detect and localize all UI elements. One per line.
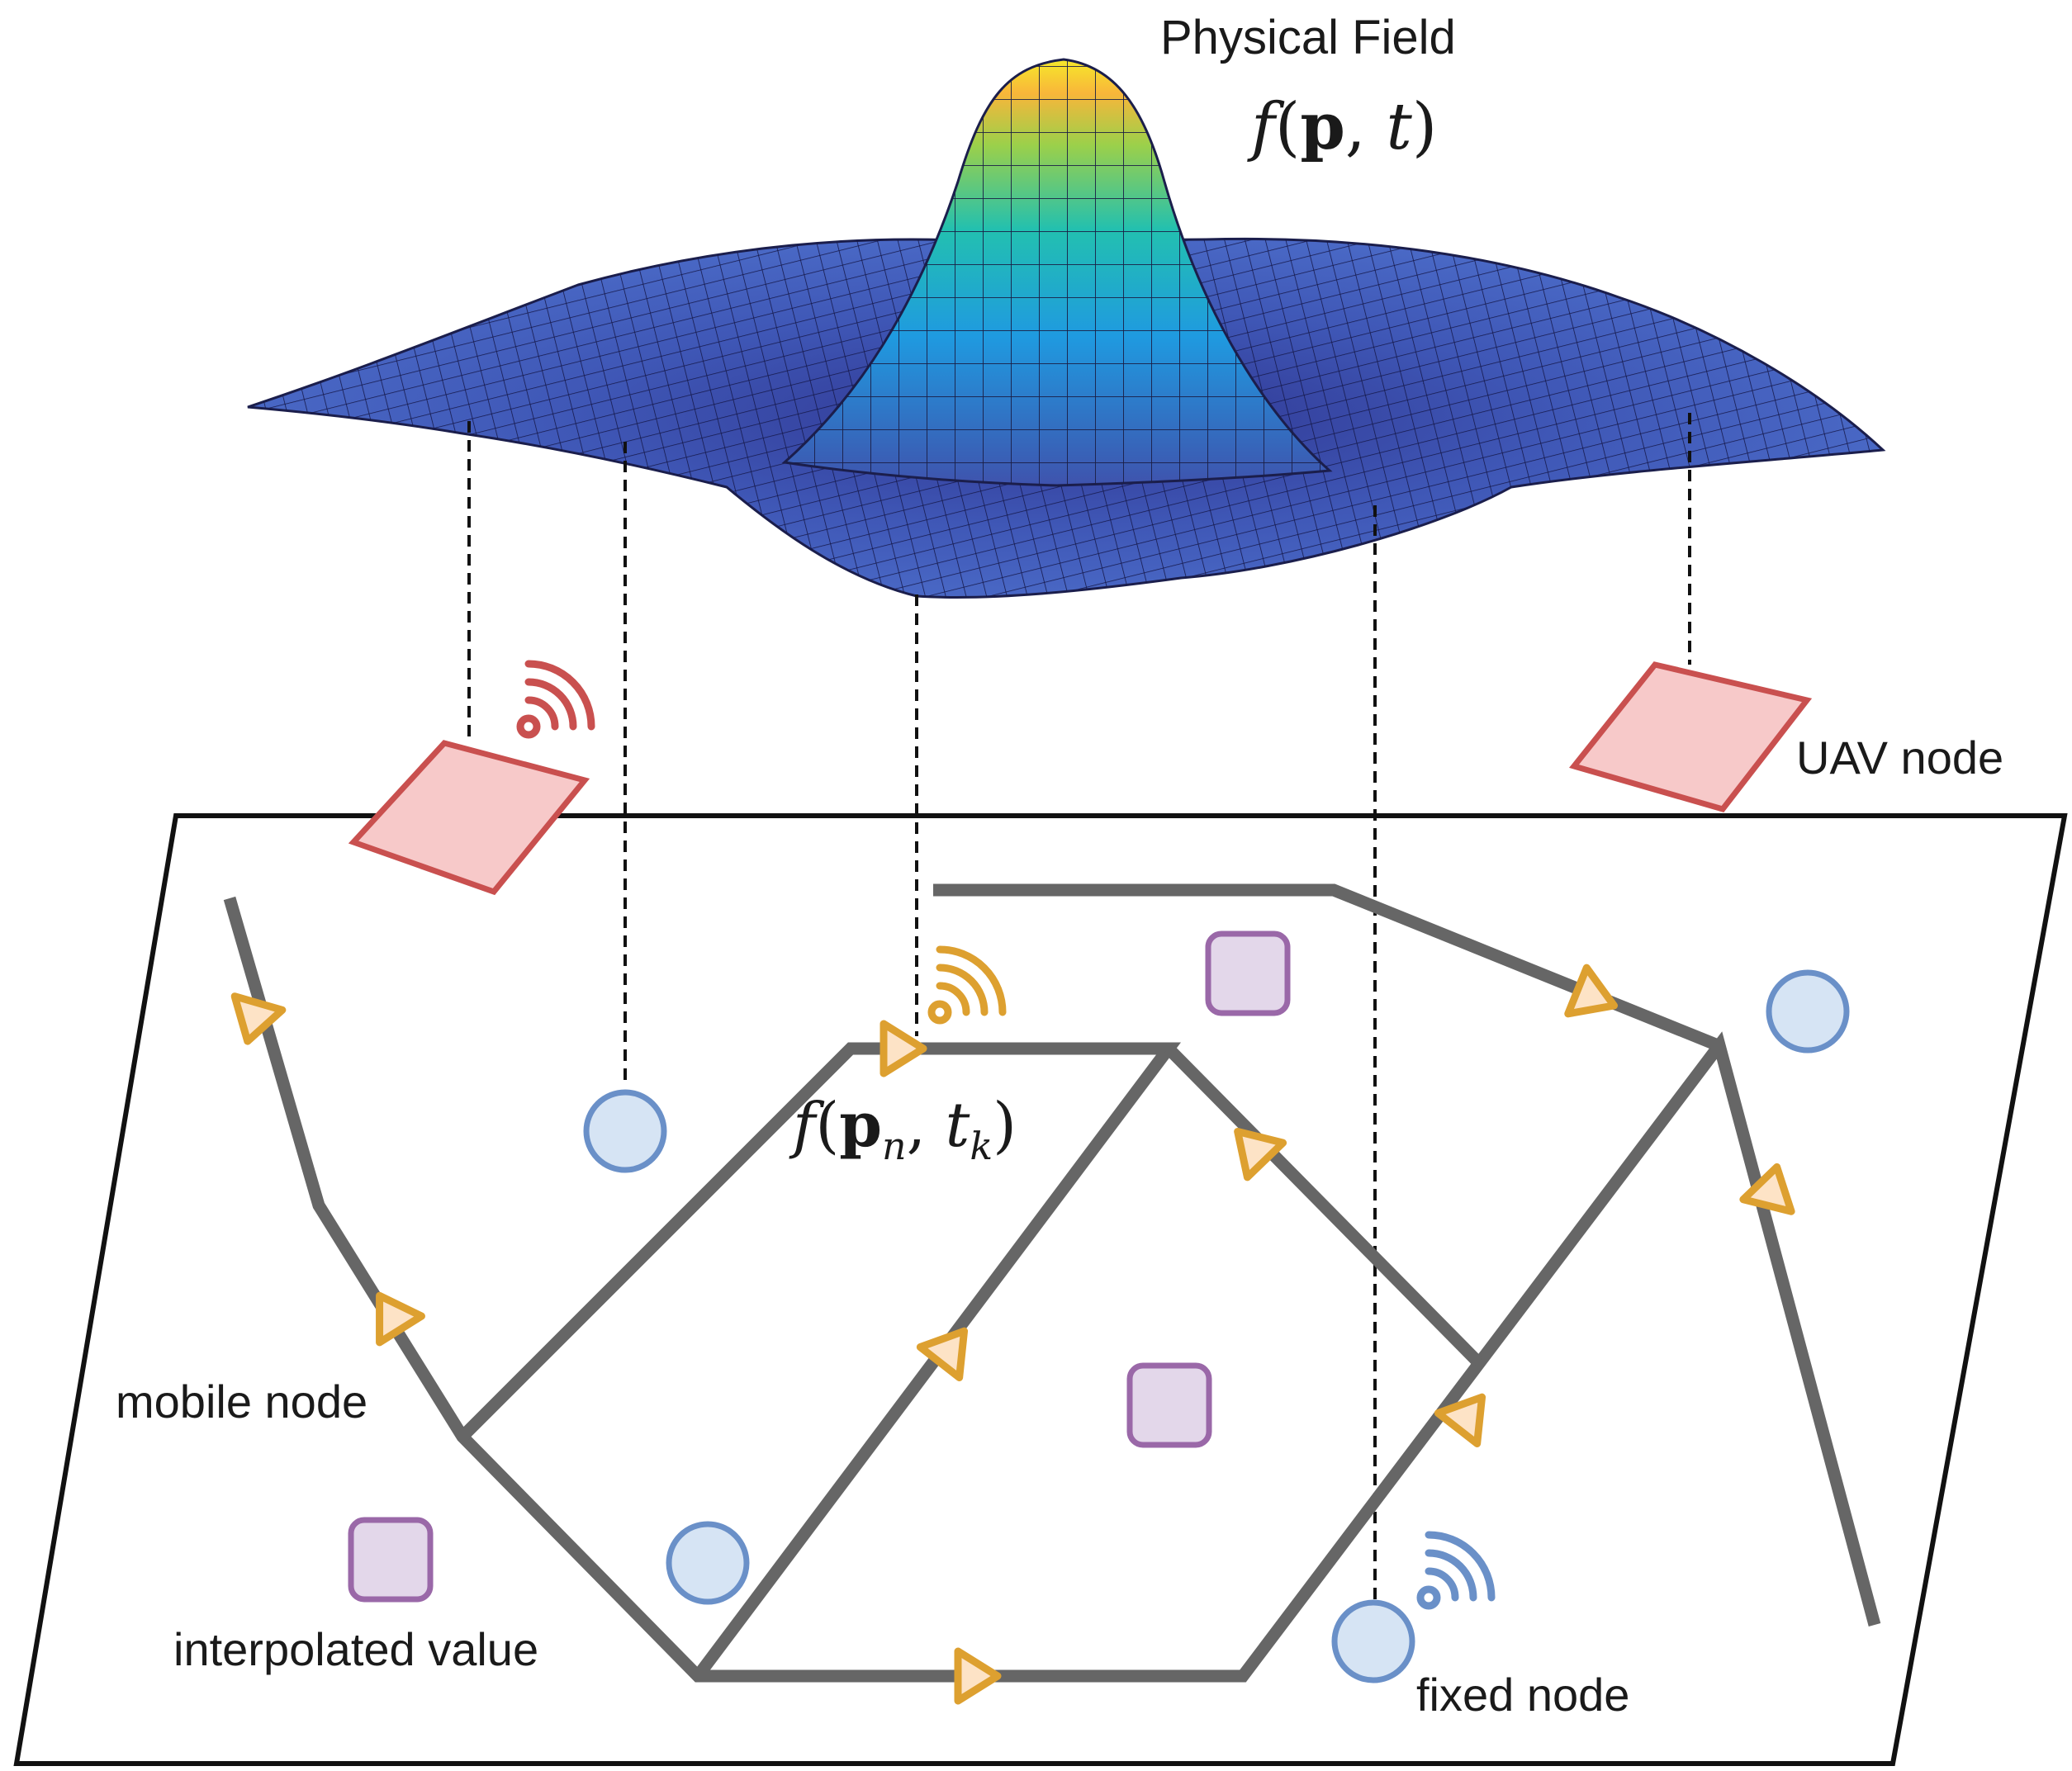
interpolated-values bbox=[348, 930, 1291, 1603]
uav-node-label: UAV node bbox=[1796, 732, 2004, 784]
mobile-node-marker bbox=[230, 992, 287, 1045]
wifi-signal-icon bbox=[927, 945, 1007, 1025]
mobile-node-marker bbox=[916, 1327, 969, 1381]
uav-nodes bbox=[348, 661, 1813, 896]
projection-lines bbox=[467, 413, 1691, 1608]
mobile-node-label: mobile node bbox=[116, 1376, 368, 1428]
wifi-signal-icon bbox=[516, 660, 595, 739]
sample-formula: f(pn, tk) bbox=[793, 1090, 1017, 1168]
interpolated-value-marker bbox=[348, 1517, 434, 1603]
mobile-node-marker bbox=[880, 1020, 927, 1077]
fixed-node bbox=[583, 1089, 667, 1173]
physical-field-title: Physical Field bbox=[1160, 11, 1456, 64]
mobile-node-paths bbox=[223, 883, 1881, 1683]
mobile-node-marker bbox=[954, 1647, 1002, 1705]
mobile-node-marker bbox=[1564, 964, 1619, 1018]
mobile-node-marker bbox=[1234, 1127, 1287, 1181]
fixed-nodes bbox=[583, 969, 1850, 1683]
ground-plane bbox=[13, 813, 2068, 1766]
field-formula: f(p, t) bbox=[1251, 89, 1438, 164]
physical-field-surface bbox=[247, 58, 1886, 599]
mobile-node-marker bbox=[376, 1291, 425, 1347]
fixed-node-label: fixed node bbox=[1416, 1669, 1630, 1721]
mobile-node-marker bbox=[1434, 1393, 1486, 1447]
mobile-node-markers bbox=[230, 964, 1795, 1705]
uav-node bbox=[348, 740, 590, 896]
fixed-node bbox=[1331, 1599, 1415, 1683]
uav-node bbox=[1569, 661, 1813, 813]
wifi-signal-icon bbox=[1416, 1531, 1496, 1610]
interpolated-value-label: interpolated value bbox=[173, 1623, 539, 1675]
fixed-node bbox=[666, 1521, 750, 1605]
mobile-node-marker bbox=[1739, 1163, 1795, 1215]
interpolated-value-marker bbox=[1205, 930, 1291, 1016]
interpolated-value-marker bbox=[1126, 1362, 1212, 1448]
fixed-node bbox=[1766, 969, 1850, 1054]
